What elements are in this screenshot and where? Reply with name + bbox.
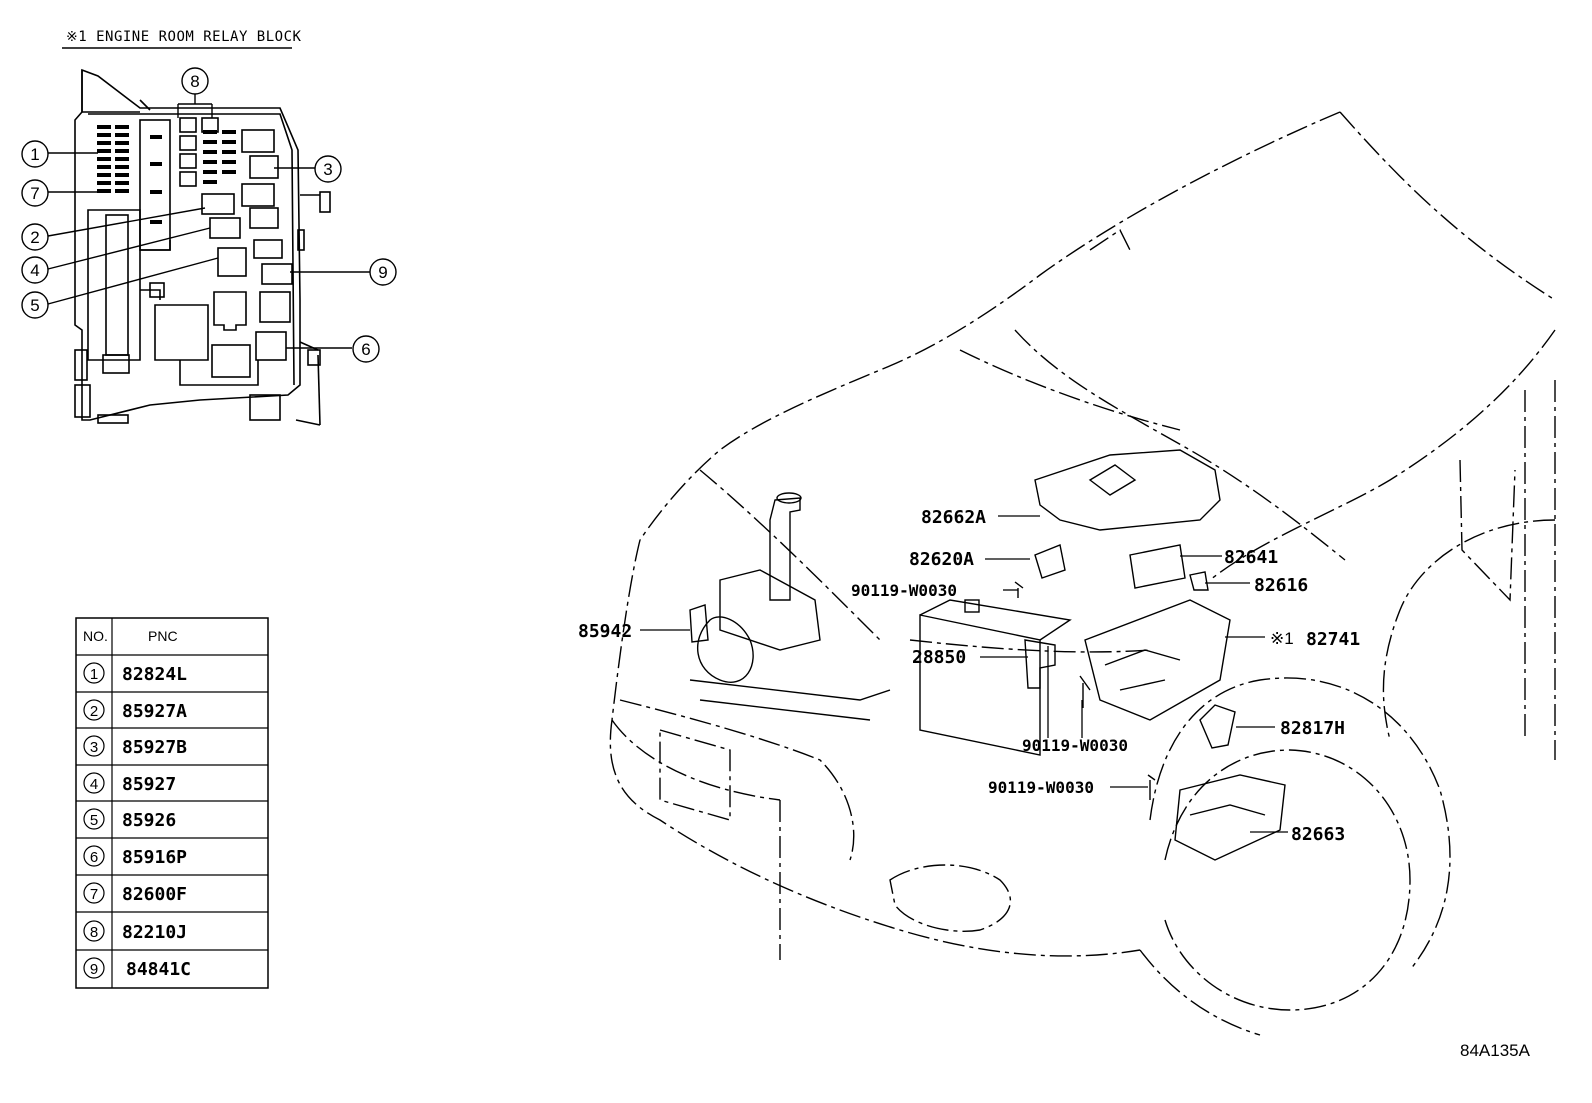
table-row: 9 84841C: [83, 957, 191, 980]
relay-callout-8: 8: [181, 67, 209, 95]
callout-82817h: 82817H: [1280, 718, 1345, 739]
table-row: 6 85916P: [83, 845, 187, 868]
svg-text:82210J: 82210J: [122, 922, 187, 943]
svg-text:85927: 85927: [122, 774, 176, 795]
relay-callout-6: 6: [352, 335, 380, 363]
callout-85942: 85942: [578, 621, 632, 642]
svg-text:5: 5: [90, 812, 98, 829]
relay-slots: [179, 117, 293, 378]
svg-text:3: 3: [323, 160, 332, 179]
fuse-slots: [97, 125, 236, 224]
svg-text:4: 4: [30, 261, 39, 280]
relay-callout-9: 9: [369, 258, 397, 286]
svg-text:7: 7: [30, 184, 39, 203]
table-row: 2 85927A: [83, 699, 187, 722]
svg-text:82824L: 82824L: [122, 664, 187, 685]
relay-callout-1: 1: [21, 140, 49, 168]
relay-callout-2: 2: [21, 223, 49, 251]
relay-block-drawing: [74, 68, 331, 426]
callout-82620a: 82620A: [909, 549, 974, 570]
svg-text:9: 9: [90, 961, 98, 978]
callout-90119-low: 90119-W0030: [988, 778, 1094, 797]
callout-82641: 82641: [1224, 547, 1278, 568]
svg-text:1: 1: [30, 145, 39, 164]
table-row: 5 85926: [83, 808, 176, 831]
svg-text:6: 6: [361, 340, 370, 359]
relay-callout-4: 4: [21, 256, 49, 284]
parts-table: NO. PNC 1 82824L 2 85927A 3 85927B 4 859…: [75, 617, 269, 989]
svg-text:84841C: 84841C: [126, 959, 191, 980]
svg-text:8: 8: [90, 924, 98, 941]
relay-block-inset: ※1 ENGINE ROOM RELAY BLOCK: [21, 29, 397, 426]
vehicle-outline: [609, 111, 1556, 1036]
svg-text:8: 8: [190, 72, 199, 91]
table-header-pnc: PNC: [148, 628, 178, 644]
part-callouts: 82662A 82620A 90119-W0030 85942 28850 82…: [578, 507, 1360, 845]
table-row: 1 82824L: [83, 662, 187, 685]
svg-text:9: 9: [378, 263, 387, 282]
callout-90119-top: 90119-W0030: [851, 581, 957, 600]
callout-82662a: 82662A: [921, 507, 986, 528]
table-row: 4 85927: [83, 772, 176, 795]
callout-90119-mid: 90119-W0030: [1022, 736, 1128, 755]
svg-text:85926: 85926: [122, 810, 176, 831]
table-row: 7 82600F: [83, 882, 187, 905]
section-title: ※1 ENGINE ROOM RELAY BLOCK: [66, 29, 302, 45]
svg-text:1: 1: [90, 666, 98, 683]
svg-text:4: 4: [90, 776, 98, 793]
svg-text:2: 2: [90, 703, 98, 720]
reference-code: 84A135A: [1460, 1041, 1531, 1060]
relay-callout-3: 3: [314, 155, 342, 183]
table-row: 8 82210J: [83, 920, 187, 943]
svg-text:82600F: 82600F: [122, 884, 187, 905]
svg-text:85927A: 85927A: [122, 701, 187, 722]
svg-text:3: 3: [90, 739, 98, 756]
svg-text:7: 7: [90, 886, 98, 903]
svg-text:5: 5: [30, 296, 39, 315]
table-row: 3 85927B: [83, 735, 187, 758]
callout-28850: 28850: [912, 647, 966, 668]
callout-82741-mark: ※1: [1270, 629, 1294, 648]
svg-text:85916P: 85916P: [122, 847, 187, 868]
relay-callout-7: 7: [21, 179, 49, 207]
relay-callout-leaders: [47, 94, 370, 349]
svg-text:85927B: 85927B: [122, 737, 187, 758]
svg-text:2: 2: [30, 228, 39, 247]
svg-text:6: 6: [90, 849, 98, 866]
part-callout-leaders: [640, 515, 1288, 833]
table-header-no: NO.: [83, 628, 108, 644]
engine-bay-parts: [689, 449, 1286, 861]
relay-callout-5: 5: [21, 291, 49, 319]
callout-82741: 82741: [1306, 629, 1360, 650]
callout-82616: 82616: [1254, 575, 1308, 596]
callout-82663: 82663: [1291, 824, 1345, 845]
